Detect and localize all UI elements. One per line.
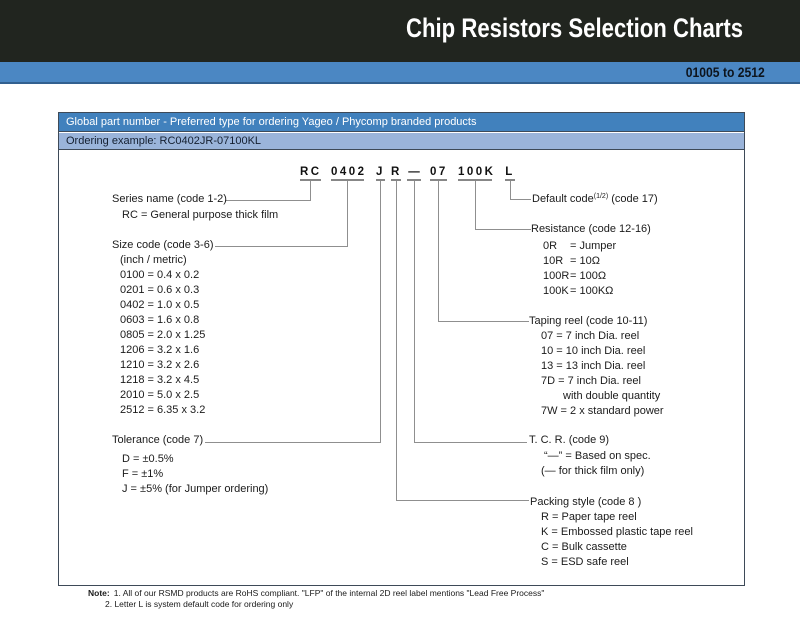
footnote-1: Note:1. All of our RSMD products are RoH…: [88, 588, 545, 598]
connector-default-line: [510, 181, 531, 200]
size-range-strip: 01005 to 2512: [0, 62, 800, 84]
resistance-list: 0R= Jumper 10R= 10Ω 100R= 100Ω 100K= 100…: [543, 239, 616, 299]
list-item: 100R= 100Ω: [543, 270, 607, 282]
segment-tolerance: J: [376, 166, 385, 181]
tolerance-list: D = ±0.5% F = ±1% J = ±5% (for Jumper or…: [122, 452, 268, 497]
list-item: R = Paper tape reel: [541, 511, 637, 523]
list-item: RC = General purpose thick film: [122, 209, 279, 221]
segment-series: RC: [300, 166, 321, 181]
connector-packing-line: [396, 181, 529, 501]
list-item: 100K= 100KΩ: [543, 285, 614, 297]
page-title: Chip Resistors Selection Charts: [405, 13, 743, 43]
list-item: 13 = 13 inch Dia. reel: [541, 360, 646, 372]
ordering-example: Ordering example: RC0402JR-07100KL: [59, 133, 744, 150]
list-item: (— for thick film only): [541, 465, 645, 477]
segment-size: 0402: [331, 166, 364, 181]
taping-reel-label: Taping reel (code 10-11): [529, 315, 648, 327]
default-code-text: Default code: [532, 193, 594, 205]
footnote-2: 2. Letter L is system default code for o…: [105, 599, 294, 609]
list-item: 0100 = 0.4 x 0.2: [120, 269, 200, 281]
connector-tcr-line: [414, 181, 527, 443]
segment-resistance: 100K: [458, 166, 493, 181]
connector-size-line: [215, 181, 348, 247]
segment-tcr: —: [407, 166, 421, 181]
part-number-panel: Global part number - Preferred type for …: [58, 112, 745, 586]
series-name-label: Series name (code 1-2): [112, 193, 227, 205]
connector-taping-line: [438, 181, 529, 322]
list-item: 0R= Jumper: [543, 240, 617, 252]
segment-default: L: [505, 166, 515, 181]
series-name-list: RC = General purpose thick film: [122, 208, 278, 223]
segment-packing: R: [391, 166, 401, 181]
connector-tolerance-line: [205, 181, 381, 443]
list-item-continuation: with double quantity: [563, 390, 661, 402]
resistance-label: Resistance (code 12-16): [531, 223, 651, 235]
list-item: 0603 = 1.6 x 0.8: [120, 314, 200, 326]
list-item: F = ±1%: [122, 468, 164, 480]
size-code-label: Size code (code 3-6): [112, 239, 214, 251]
list-item: 0201 = 0.6 x 0.3: [120, 284, 200, 296]
list-item: J = ±5% (for Jumper ordering): [122, 483, 269, 495]
packing-style-list: R = Paper tape reel K = Embossed plastic…: [541, 510, 693, 570]
list-item: 0402 = 1.0 x 0.5: [120, 299, 200, 311]
list-item: K = Embossed plastic tape reel: [541, 526, 693, 538]
title-banner: Chip Resistors Selection Charts: [0, 0, 800, 62]
list-item: “—” = Based on spec.: [544, 450, 651, 462]
list-item: 10 = 10 inch Dia. reel: [541, 345, 646, 357]
list-item: 10R= 10Ω: [543, 255, 600, 267]
list-item: 2512 = 6.35 x 3.2: [120, 404, 206, 416]
list-item: D = ±0.5%: [122, 453, 174, 465]
default-code-label: Default code(1/2) (code 17): [532, 193, 658, 205]
packing-style-label: Packing style (code 8 ): [530, 496, 642, 508]
list-item: (inch / metric): [120, 254, 187, 266]
tcr-list: “—” = Based on spec. (— for thick film o…: [541, 449, 651, 479]
size-code-list: (inch / metric) 0100 = 0.4 x 0.2 0201 = …: [120, 253, 205, 418]
panel-header: Global part number - Preferred type for …: [59, 113, 744, 132]
list-item: 2010 = 5.0 x 2.5: [120, 389, 200, 401]
connector-series-line: [225, 181, 311, 201]
list-item: 0805 = 2.0 x 1.25: [120, 329, 206, 341]
connector-resistance-line: [475, 181, 531, 230]
segment-taping: 07: [430, 166, 447, 181]
taping-reel-list: 07 = 7 inch Dia. reel 10 = 10 inch Dia. …: [541, 329, 664, 419]
note-label: Note:: [88, 588, 110, 598]
list-item: 1210 = 3.2 x 2.6: [120, 359, 200, 371]
list-item: 7D = 7 inch Dia. reel: [541, 375, 641, 387]
tolerance-label: Tolerance (code 7): [112, 434, 204, 446]
list-item: S = ESD safe reel: [541, 556, 629, 568]
list-item: 1206 = 3.2 x 1.6: [120, 344, 200, 356]
size-range-badge: 01005 to 2512: [685, 65, 765, 80]
default-code-suffix: (code 17): [608, 193, 658, 205]
default-code-superscript: (1/2): [593, 193, 609, 200]
list-item: 7W = 2 x standard power: [541, 405, 664, 417]
list-item: 07 = 7 inch Dia. reel: [541, 330, 640, 342]
list-item: C = Bulk cassette: [541, 541, 627, 553]
list-item: 1218 = 3.2 x 4.5: [120, 374, 200, 386]
tcr-label: T. C. R. (code 9): [529, 434, 610, 446]
